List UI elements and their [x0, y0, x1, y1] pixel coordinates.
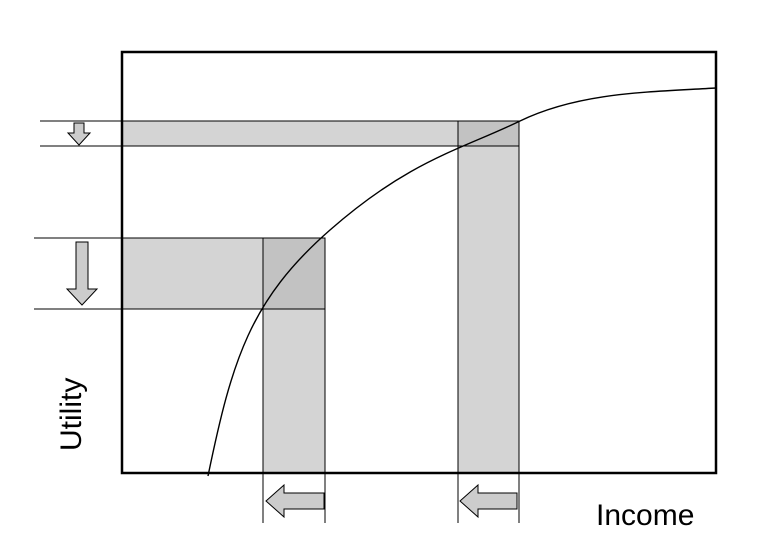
y-axis-label: Utility: [55, 378, 88, 451]
lower-left-arrow-icon: [265, 483, 325, 519]
small-down-arrow-icon: [66, 122, 92, 146]
plot-frame: [120, 50, 718, 475]
lower-vertical-band: [262, 308, 326, 474]
lower-overlap-square: [262, 237, 326, 310]
x-axis-label: Income: [596, 499, 694, 532]
upper-overlap-square: [457, 120, 520, 147]
upper-horizontal-band: [121, 120, 459, 147]
upper-vertical-band: [457, 145, 520, 474]
utility-curve: [207, 87, 717, 477]
large-down-arrow-icon: [65, 241, 99, 306]
upper-left-arrow-icon: [459, 483, 518, 519]
lower-horizontal-band: [121, 237, 264, 310]
